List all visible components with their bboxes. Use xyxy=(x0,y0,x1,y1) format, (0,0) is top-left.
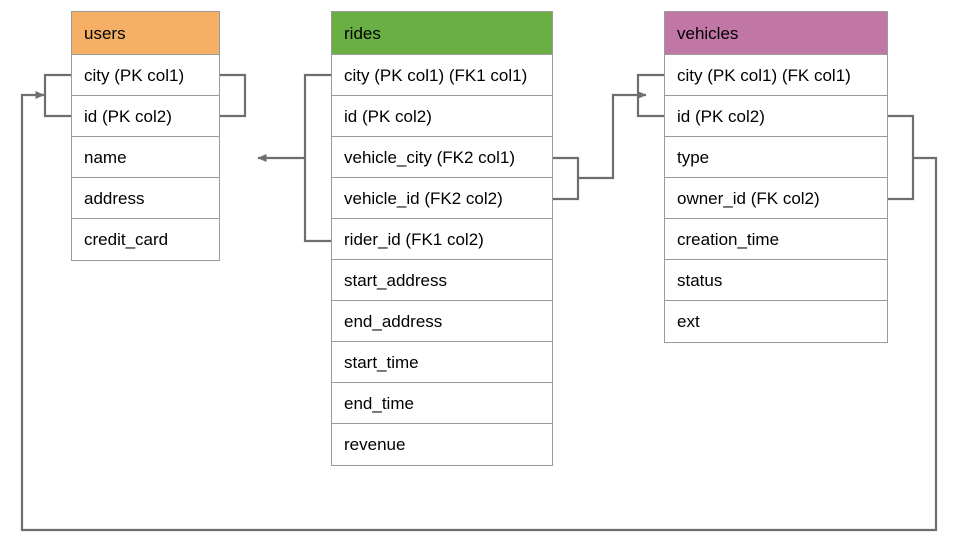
table-vehicles-column-ext: ext xyxy=(677,312,700,331)
table-rides[interactable]: rides city (PK col1) (FK1 col1) id (PK c… xyxy=(331,11,553,466)
table-users-column-id: id (PK col2) xyxy=(72,96,219,137)
table-rides-column-start-address: start_address xyxy=(332,260,552,301)
table-vehicles-column-id: id (PK col2) xyxy=(665,96,887,137)
table-vehicles-column-owner-id: owner_id (FK col2) xyxy=(665,178,887,219)
table-vehicles-column-type: type xyxy=(665,137,887,178)
table-users[interactable]: users city (PK col1) id (PK col2) name a… xyxy=(71,11,220,261)
table-vehicles-title: vehicles xyxy=(665,12,887,55)
table-rides-column-vehicle-city: vehicle_city (FK2 col1) xyxy=(332,137,552,178)
table-rides-column-end-time: end_time xyxy=(332,383,552,424)
table-vehicles-column-status: status xyxy=(665,260,887,301)
table-rides-column-end-address: end_address xyxy=(332,301,552,342)
table-vehicles-column-city: city (PK col1) (FK col1) xyxy=(665,55,887,96)
table-rides-column-city: city (PK col1) (FK1 col1) xyxy=(332,55,552,96)
table-rides-column-rider-id: rider_id (FK1 col2) xyxy=(332,219,552,260)
table-rides-column-start-time: start_time xyxy=(332,342,552,383)
table-users-column-address: address xyxy=(72,178,219,219)
table-vehicles-column-creation-time: creation_time xyxy=(665,219,887,260)
table-rides-column-revenue: revenue xyxy=(344,435,406,454)
table-rides-column-vehicle-id: vehicle_id (FK2 col2) xyxy=(332,178,552,219)
connector-rides-rider-to-users xyxy=(220,73,331,243)
table-users-column-name: name xyxy=(72,137,219,178)
connector-vehicles-owner-to-users xyxy=(20,73,938,532)
table-rides-column-id: id (PK col2) xyxy=(332,96,552,137)
table-vehicles[interactable]: vehicles city (PK col1) (FK col1) id (PK… xyxy=(664,11,888,343)
table-users-column-city: city (PK col1) xyxy=(72,55,219,96)
table-rides-title: rides xyxy=(332,12,552,55)
table-users-title: users xyxy=(72,12,219,55)
table-users-column-credit-card: credit_card xyxy=(84,230,169,249)
connector-rides-vehicle-to-vehicles xyxy=(553,73,664,201)
